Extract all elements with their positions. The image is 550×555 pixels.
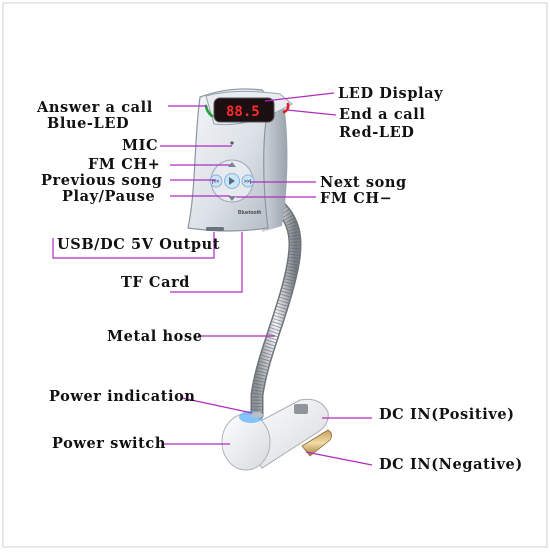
down-arrow-icon — [228, 196, 236, 201]
label-mic: MIC — [122, 137, 159, 154]
label-fm-ch-plus: FM CH+ — [88, 156, 161, 173]
leader-lines — [52, 92, 373, 466]
svg-text:|<<: |<< — [212, 179, 219, 185]
label-previous-song: Previous song — [41, 172, 163, 189]
positive-contact — [294, 404, 308, 414]
label-tf-card: TF Card — [121, 274, 191, 291]
mic-icon — [230, 141, 234, 145]
label-blue-led: Blue-LED — [47, 115, 130, 132]
label-power-indication: Power indication — [49, 388, 196, 405]
label-play-pause: Play/Pause — [62, 188, 156, 205]
head-unit: 88.5 |<< — [187, 88, 293, 232]
previous-icon — [209, 174, 223, 188]
phone-answer-icon — [204, 104, 214, 118]
label-usb-output: USB/DC 5V Output — [57, 236, 221, 253]
up-arrow-icon — [228, 162, 236, 167]
label-dc-in-negative: DC IN(Negative) — [379, 456, 523, 473]
label-fm-ch-minus: FM CH− — [320, 190, 393, 207]
label-end-call: End a call — [339, 106, 426, 123]
negative-contact — [301, 429, 332, 457]
label-next-song: Next song — [320, 174, 407, 191]
next-icon — [241, 174, 255, 188]
led-display-screen — [213, 97, 275, 123]
label-red-led: Red-LED — [339, 124, 415, 141]
display-reading: 88.5 — [226, 104, 260, 120]
brand-text: Bluetooth — [238, 210, 261, 216]
label-metal-hose: Metal hose — [107, 328, 203, 345]
usb-port — [206, 227, 224, 231]
car-plug — [221, 398, 332, 471]
label-led-display: LED Display — [338, 85, 444, 102]
phone-end-icon — [282, 102, 290, 114]
label-dc-in-positive: DC IN(Positive) — [379, 406, 515, 423]
label-answer-call: Answer a call — [37, 99, 153, 116]
label-power-switch: Power switch — [52, 435, 167, 452]
metal-hose — [250, 198, 302, 422]
outer-frame — [2, 2, 548, 548]
svg-text:>>|: >>| — [244, 179, 252, 185]
